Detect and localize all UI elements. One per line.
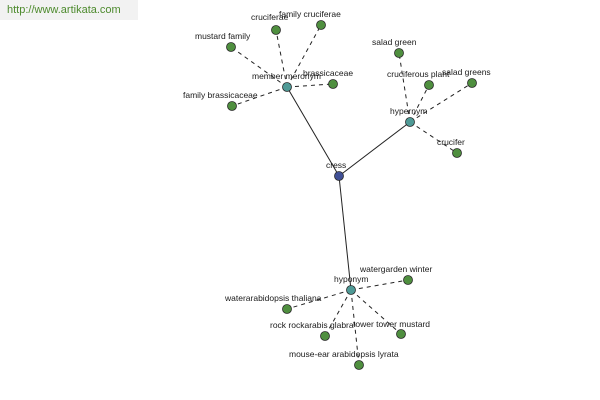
- label-crucifer[interactable]: crucifer: [437, 137, 465, 147]
- hub-node-meronym[interactable]: [282, 82, 292, 92]
- hub-label-hypernym[interactable]: hypernym: [390, 106, 427, 116]
- label-waterarabidopsis-thaliana[interactable]: waterarabidopsis thaliana: [224, 293, 322, 303]
- node-tower-tower-mustard[interactable]: [396, 329, 406, 339]
- edge-cress-hyponym: [338, 175, 352, 291]
- edges: [230, 24, 473, 366]
- root-label[interactable]: cress: [326, 160, 346, 170]
- node-family-brassicaceae[interactable]: [227, 101, 237, 111]
- node-waterarabidopsis-thaliana[interactable]: [282, 304, 292, 314]
- edge-hypernym-salad-greens: [409, 82, 473, 123]
- node-salad-green[interactable]: [394, 48, 404, 58]
- edge-hyponym-tower-tower-mustard: [350, 289, 402, 335]
- label-brassicaceae[interactable]: brassicaceae: [303, 68, 353, 78]
- edge-meronym-cruciferae: [275, 29, 288, 88]
- nodes: [226, 20, 477, 370]
- label-mouse-ear-arabidopsis-lyrata[interactable]: mouse-ear arabidopsis lyrata: [289, 349, 399, 359]
- edge-hyponym-waterarabidopsis-thaliana: [286, 289, 352, 310]
- edge-hypernym-cruciferous-plant: [409, 84, 430, 123]
- node-mustard-family[interactable]: [226, 42, 236, 52]
- label-family-cruciferae[interactable]: family cruciferae: [279, 9, 341, 19]
- label-cruciferous-plant[interactable]: cruciferous plant: [387, 69, 450, 79]
- label-family-brassicaceae[interactable]: family brassicaceae: [183, 90, 258, 100]
- label-salad-green[interactable]: salad green: [372, 37, 417, 47]
- edge-meronym-family-cruciferae: [286, 24, 322, 88]
- node-cruciferous-plant[interactable]: [424, 80, 434, 90]
- node-mouse-ear-arabidopsis-lyrata[interactable]: [354, 360, 364, 370]
- edge-cress-meronym: [286, 86, 340, 177]
- edge-hyponym-rock-rockarabis-glabra: [324, 289, 352, 337]
- label-rock-rockarabis-glabra[interactable]: rock rockarabis glabra: [270, 320, 354, 330]
- edge-cress-hypernym: [338, 121, 411, 177]
- edge-hyponym-watergarden-winter: [350, 279, 409, 291]
- label-cruciferae[interactable]: cruciferae: [251, 12, 289, 22]
- node-family-cruciferae[interactable]: [316, 20, 326, 30]
- node-rock-rockarabis-glabra[interactable]: [320, 331, 330, 341]
- label-watergarden-winter[interactable]: watergarden winter: [359, 264, 432, 274]
- node-watergarden-winter[interactable]: [403, 275, 413, 285]
- node-salad-greens[interactable]: [467, 78, 477, 88]
- root-node-cress[interactable]: [334, 171, 344, 181]
- hub-label-meronym[interactable]: member meronym: [252, 71, 321, 81]
- hub-node-hyponym[interactable]: [346, 285, 356, 295]
- label-tower-tower-mustard[interactable]: tower tower mustard: [353, 319, 430, 329]
- edge-meronym-brassicaceae: [286, 83, 334, 88]
- edge-meronym-family-brassicaceae: [231, 86, 288, 107]
- hub-label-hyponym[interactable]: hyponym: [334, 274, 369, 284]
- edge-meronym-mustard-family: [230, 46, 288, 88]
- node-cruciferae[interactable]: [271, 25, 281, 35]
- node-brassicaceae[interactable]: [328, 79, 338, 89]
- edge-hypernym-crucifer: [409, 121, 458, 154]
- hub-node-hypernym[interactable]: [405, 117, 415, 127]
- watermark-link[interactable]: http://www.artikata.com: [7, 4, 121, 16]
- edge-hypernym-salad-green: [398, 52, 411, 123]
- label-mustard-family[interactable]: mustard family: [195, 31, 251, 41]
- node-crucifer[interactable]: [452, 148, 462, 158]
- label-salad-greens[interactable]: salad greens: [442, 67, 491, 77]
- watermark[interactable]: http://www.artikata.com: [0, 0, 138, 20]
